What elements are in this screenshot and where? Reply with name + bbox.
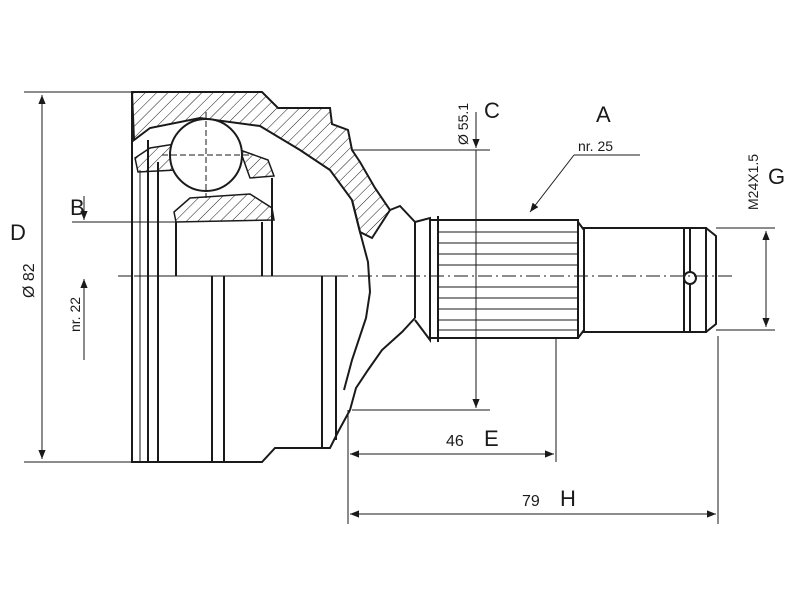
dimension-C: Ø 55.1 C: [352, 98, 500, 411]
threaded-end: [577, 221, 717, 339]
cross-hole: [683, 271, 697, 285]
spline-teeth: [438, 231, 578, 331]
label-A: A: [596, 102, 611, 127]
dimension-bore-diameter: Ø 55.1: [455, 103, 471, 145]
label-B: B: [70, 195, 85, 220]
dimension-E: 46 E: [347, 338, 557, 462]
dimension-D: D Ø 82: [10, 91, 132, 463]
label-E: E: [484, 426, 499, 451]
spline-shaft: [414, 216, 579, 343]
dimension-A: A nr. 25: [529, 102, 640, 213]
joint-housing: [130, 91, 416, 463]
inner-race-right: [238, 148, 276, 179]
label-H: H: [560, 486, 576, 511]
dimension-length-H: 79: [522, 493, 540, 510]
dimension-outer-teeth: nr. 25: [578, 138, 613, 154]
dimension-length-E: 46: [446, 433, 464, 450]
dimension-G: M24X1.5 G: [716, 154, 785, 331]
housing-outline: [131, 92, 416, 463]
label-D: D: [10, 220, 26, 245]
dimension-B: B nr. 22: [67, 195, 176, 360]
cage-lower: [173, 193, 275, 223]
dimension-H: 79 H: [347, 336, 719, 524]
dimension-inner-teeth: nr. 22: [67, 297, 83, 332]
label-G: G: [768, 164, 785, 189]
label-C: C: [484, 98, 500, 123]
ball-bearing: [169, 118, 243, 192]
dimension-outer-diameter: Ø 82: [21, 263, 38, 298]
dimension-thread: M24X1.5: [745, 154, 761, 210]
